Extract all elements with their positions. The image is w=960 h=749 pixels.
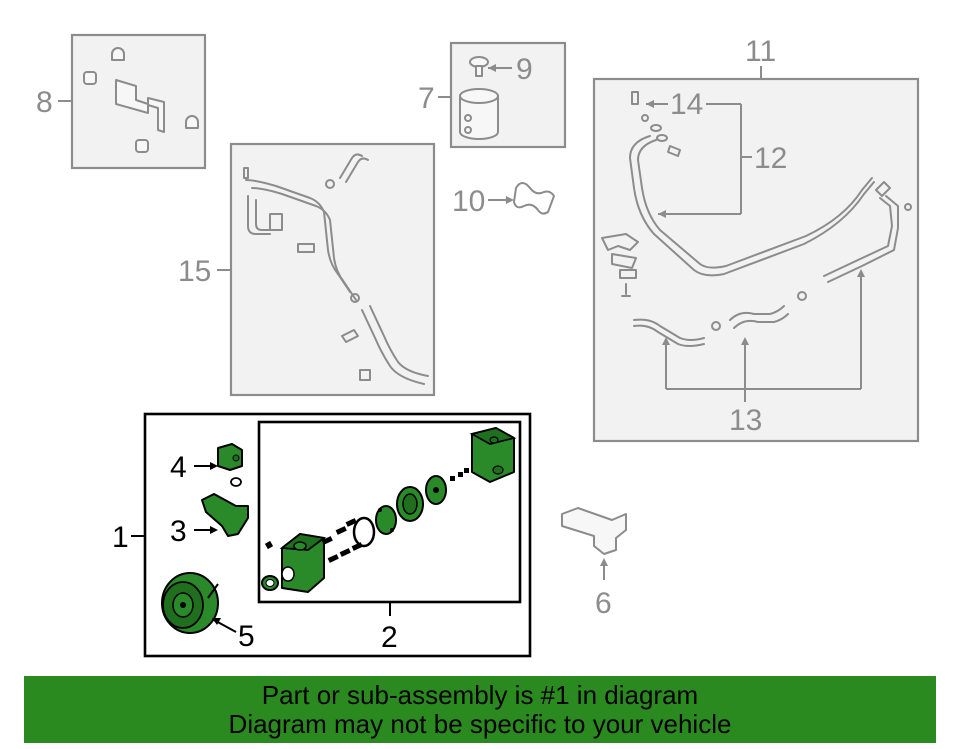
callout-7: 7 [418,82,435,115]
part-3-arrowhead [210,526,218,534]
part-12-arrowhead [658,210,666,218]
part-9-arrowhead [488,64,496,72]
part-11-box [592,77,920,443]
callout-9: 9 [516,53,533,86]
part-15-group[interactable]: 15 [178,142,436,397]
notice-banner: Part or sub-assembly is #1 in diagram Di… [24,676,936,743]
part-6-arrowhead [600,558,608,566]
callout-11: 11 [745,35,776,68]
part-10-group[interactable]: 10 [452,182,555,218]
part-8-group[interactable]: 8 [36,33,207,170]
part-11-group[interactable]: 11 14 12 13 [592,35,920,443]
part-15-drawing [243,153,429,385]
part-3-drawing [201,493,249,537]
part-5-arrowhead [212,618,221,625]
callout-6: 6 [595,587,612,620]
part-5-drawing [161,572,219,634]
part-1-group[interactable]: 1 2 4 3 5 [112,412,532,658]
part-2-drawing [261,427,517,593]
part-14-arrowhead [646,100,654,108]
callout-5: 5 [238,620,255,653]
callout-2: 2 [381,621,398,654]
callout-14: 14 [670,88,703,121]
part-15-box [229,142,436,397]
callout-12: 12 [754,142,787,175]
callout-4: 4 [170,451,187,484]
part-4-arrowhead [210,462,218,470]
part-13-arrowhead-b [741,337,749,345]
part-8-drawing [83,47,199,153]
part-6-group[interactable]: 6 [561,507,627,620]
notice-line-2: Diagram may not be specific to your vehi… [228,709,732,739]
part-13-arrowhead-c [857,269,865,277]
part-13-arrowhead-a [662,337,670,345]
part-6-drawing [561,507,627,555]
callout-13: 13 [729,404,762,437]
part-10-drawing [513,182,555,215]
callout-1: 1 [112,521,129,554]
callout-8: 8 [36,86,53,119]
callout-3: 3 [170,515,187,548]
reservoir-drawing [459,56,499,140]
notice-line-1: Part or sub-assembly is #1 in diagram [261,680,699,710]
callout-10: 10 [452,185,485,218]
part-10-arrowhead [506,196,514,204]
part-7-group[interactable]: 7 9 [418,41,567,149]
callout-15: 15 [178,255,211,288]
part-11-drawing [601,91,912,347]
